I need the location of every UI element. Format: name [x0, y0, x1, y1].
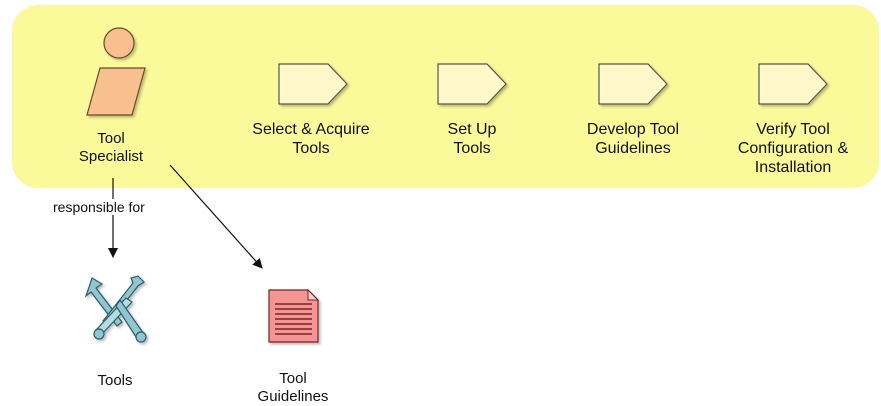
worker-icon[interactable] [86, 27, 146, 116]
tools-icon[interactable] [84, 275, 147, 343]
task-label-line: Installation [754, 159, 832, 176]
role-label-line1: Tool [97, 130, 125, 147]
task-label-line: Select & Acquire [252, 121, 370, 138]
task-label-line: Verify Tool [756, 121, 830, 138]
artifact-label-guidelines: Tool Guidelines [238, 370, 348, 406]
document-icon[interactable] [268, 288, 320, 343]
task-label-line: Set Up [447, 121, 497, 138]
artifact-label-tools: Tools [70, 372, 160, 390]
task-label-line: Develop Tool [586, 121, 680, 138]
task-select-acquire-icon[interactable] [278, 63, 348, 105]
task-label-develop-guidelines: Develop Tool Guidelines [563, 120, 703, 158]
task-label-set-up: Set Up Tools [412, 120, 532, 158]
artifact-label-line: Tools [97, 372, 133, 389]
task-label-verify-configuration: Verify Tool Configuration & Installation [718, 120, 868, 177]
task-label-line: Guidelines [595, 140, 671, 157]
edge-to-guidelines [169, 164, 263, 269]
task-label-line: Tools [292, 140, 330, 157]
artifact-label-line: Guidelines [257, 388, 329, 405]
task-develop-guidelines-icon[interactable] [598, 63, 668, 105]
role-label-line2: Specialist [78, 148, 144, 165]
task-label-line: Tools [453, 140, 491, 157]
edge-label-responsible-for: responsible for [51, 199, 147, 215]
task-label-line: Configuration & [737, 140, 849, 157]
task-verify-configuration-icon[interactable] [758, 63, 828, 105]
task-set-up-icon[interactable] [437, 63, 507, 105]
task-label-select-acquire: Select & Acquire Tools [226, 120, 396, 158]
role-label: Tool Specialist [56, 130, 166, 166]
artifact-label-line: Tool [279, 370, 307, 387]
